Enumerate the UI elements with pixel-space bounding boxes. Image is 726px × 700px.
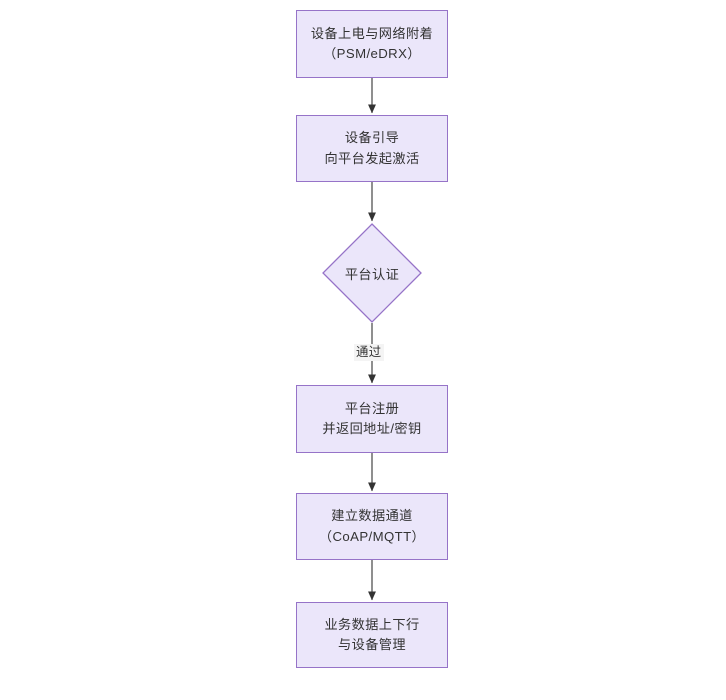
node-line: 设备引导 bbox=[344, 130, 400, 146]
node-data-channel[interactable]: 建立数据通道 （CoAP/MQTT） bbox=[296, 493, 448, 560]
node-line: （PSM/eDRX） bbox=[323, 46, 421, 61]
node-line: 设备上电与网络附着 bbox=[310, 25, 434, 41]
edge-label-pass: 通过 bbox=[354, 344, 384, 361]
node-line: 并返回地址/密钥 bbox=[322, 421, 422, 436]
node-line: 平台认证 bbox=[344, 266, 400, 282]
node-business-data[interactable]: 业务数据上下行 与设备管理 bbox=[296, 602, 448, 668]
node-line: 建立数据通道 bbox=[331, 508, 413, 524]
node-line: 业务数据上下行 bbox=[324, 616, 420, 632]
node-line: 与设备管理 bbox=[338, 637, 406, 652]
node-line: 平台注册 bbox=[344, 400, 400, 416]
node-device-power-on[interactable]: 设备上电与网络附着 （PSM/eDRX） bbox=[296, 10, 448, 78]
diamond-shape bbox=[322, 223, 422, 323]
node-line: （CoAP/MQTT） bbox=[318, 528, 426, 544]
node-platform-auth-decision[interactable]: 平台认证 bbox=[322, 223, 422, 323]
node-line: 向平台发起激活 bbox=[324, 150, 420, 166]
node-platform-register[interactable]: 平台注册 并返回地址/密钥 bbox=[296, 385, 448, 453]
node-device-bootstrap[interactable]: 设备引导 向平台发起激活 bbox=[296, 115, 448, 182]
